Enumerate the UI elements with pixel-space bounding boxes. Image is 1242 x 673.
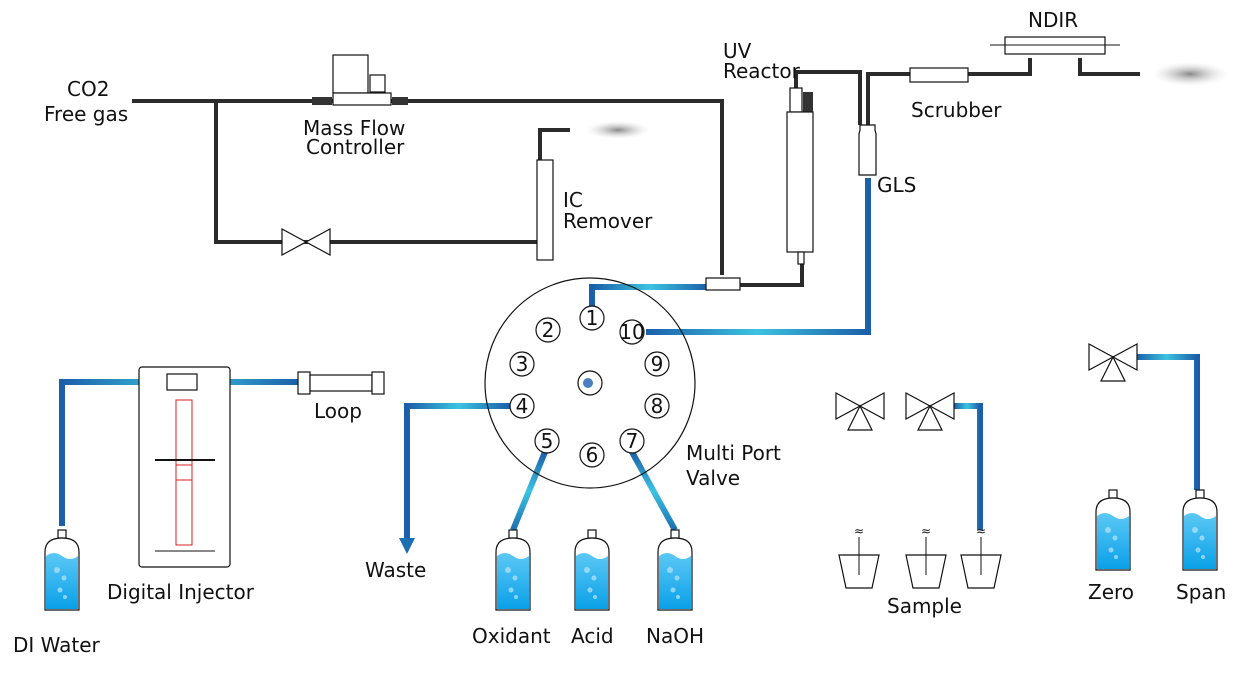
multi-port-valve[interactable] <box>484 277 696 489</box>
span-bottle <box>1182 489 1218 571</box>
label-controller: Controller <box>306 135 405 159</box>
tee-fitting <box>705 277 741 291</box>
mass-flow-controller <box>312 54 408 106</box>
port-2[interactable]: 2 <box>535 317 561 343</box>
label-loop: Loop <box>314 399 362 423</box>
naoh-bottle <box>657 529 693 611</box>
sample-beaker-icon: ≈ <box>905 524 947 589</box>
label-zero: Zero <box>1088 580 1134 604</box>
three-way-valve-icon[interactable] <box>835 391 885 431</box>
three-way-valve-icon[interactable] <box>905 391 955 431</box>
label-naoh: NaOH <box>646 624 704 648</box>
label-remover: Remover <box>563 209 653 233</box>
port-3[interactable]: 3 <box>509 351 535 377</box>
scrubber <box>909 67 969 83</box>
label-multi-port: Multi Port <box>686 441 781 465</box>
label-free-gas: Free gas <box>44 102 128 126</box>
port-6[interactable]: 6 <box>579 442 605 468</box>
port-5[interactable]: 5 <box>534 428 560 454</box>
port-label: 1 <box>586 306 599 330</box>
port-label: 10 <box>619 320 644 344</box>
label-sample: Sample <box>887 594 962 618</box>
sample-loop <box>297 371 385 395</box>
three-way-valve-icon[interactable] <box>1088 342 1138 382</box>
oxidant-bottle <box>495 529 531 611</box>
port-label: 6 <box>586 443 599 467</box>
port-8[interactable]: 8 <box>644 393 670 419</box>
ic-remover <box>536 159 554 261</box>
port-1[interactable]: 1 <box>579 305 605 331</box>
label-ic: IC <box>563 188 583 212</box>
label-waste: Waste <box>365 558 426 582</box>
acid-bottle <box>574 529 610 611</box>
port-label: 9 <box>651 352 664 376</box>
uv-reactor <box>786 87 814 265</box>
ndir-cell <box>990 36 1120 55</box>
port-label: 7 <box>626 429 639 453</box>
port-label: 5 <box>541 429 554 453</box>
waste-arrow-icon <box>399 538 415 554</box>
port-label: 3 <box>516 352 529 376</box>
gls-separator <box>858 124 877 176</box>
liquid-lines <box>59 178 1200 540</box>
label-scrubber: Scrubber <box>911 98 1002 122</box>
port-label: 4 <box>516 394 529 418</box>
port-4[interactable]: 4 <box>509 393 535 419</box>
port-10[interactable]: 10 <box>619 319 645 345</box>
label-valve: Valve <box>686 466 740 490</box>
di-water-bottle <box>44 529 80 611</box>
label-ndir: NDIR <box>1028 8 1078 32</box>
digital-injector[interactable] <box>138 366 231 568</box>
label-span: Span <box>1176 580 1226 604</box>
bypass-valve-icon <box>281 227 331 257</box>
label-mass-flow: Mass Flow <box>303 116 405 140</box>
zero-bottle <box>1095 489 1131 571</box>
label-oxidant: Oxidant <box>472 624 551 648</box>
port-7[interactable]: 7 <box>619 428 645 454</box>
label-co2: CO2 <box>67 77 109 101</box>
label-reactor: Reactor <box>723 59 801 83</box>
port-label: 8 <box>651 394 664 418</box>
label-di-water: DI Water <box>13 633 101 657</box>
svg-text:≈: ≈ <box>921 524 931 538</box>
port-9[interactable]: 9 <box>644 351 670 377</box>
exhaust-cloud-icon <box>1152 62 1228 86</box>
svg-text:≈: ≈ <box>854 524 864 538</box>
sample-beaker-icon: ≈ <box>960 524 1002 589</box>
label-acid: Acid <box>571 624 614 648</box>
label-uv: UV <box>723 39 752 63</box>
label-digital-injector: Digital Injector <box>107 580 255 604</box>
vent-cloud-icon <box>586 121 650 139</box>
label-gls: GLS <box>877 173 916 197</box>
port-label: 2 <box>542 318 555 342</box>
sample-beaker-icon: ≈ <box>838 524 880 589</box>
svg-text:≈: ≈ <box>976 524 986 538</box>
